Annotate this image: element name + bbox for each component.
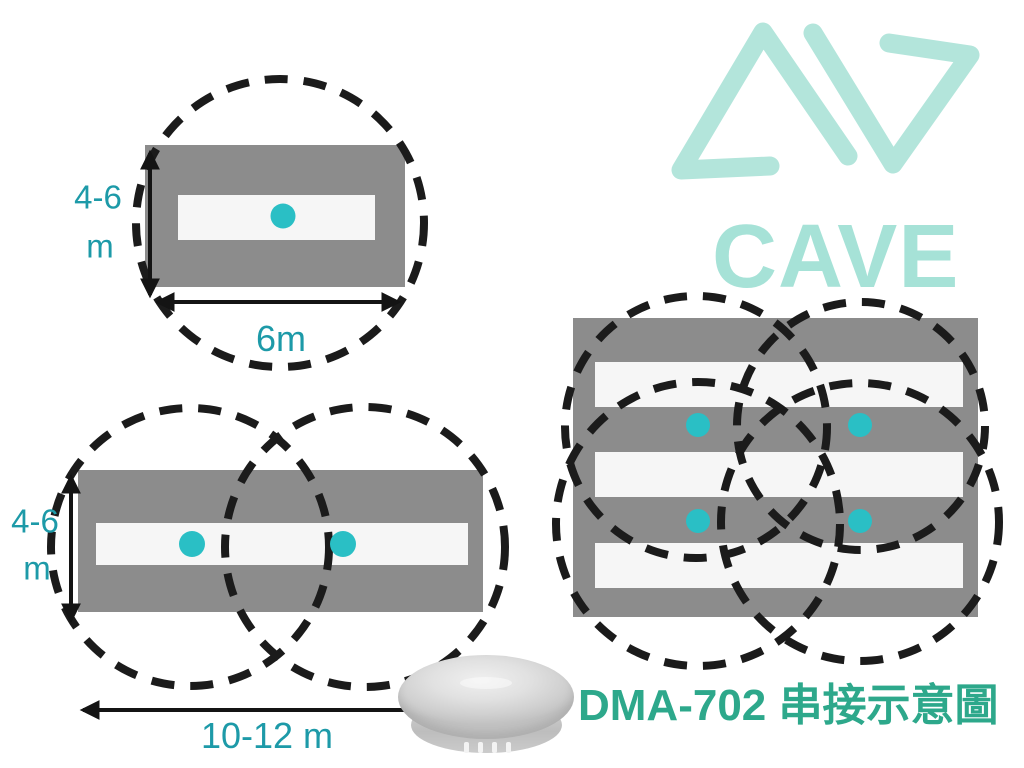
device-dot <box>330 531 356 557</box>
device-notch <box>492 742 497 753</box>
dma-702-device-photo <box>398 655 574 757</box>
coverage-circle <box>552 378 844 670</box>
scenario-single-room <box>132 75 428 371</box>
ceiling-band <box>96 523 468 565</box>
device-dome <box>398 655 574 739</box>
device-dot <box>686 413 710 437</box>
ceiling-band <box>595 362 963 407</box>
cave-logo-wordmark: CAVE <box>712 207 960 307</box>
device-dot <box>848 413 872 437</box>
coverage-circle <box>717 379 1003 665</box>
device-notch <box>506 742 511 753</box>
scenario-three-row-area <box>552 292 1003 670</box>
coverage-circle <box>221 403 509 691</box>
device-highlight <box>460 677 512 689</box>
single-room-width-label: 6m <box>255 318 307 359</box>
scenario-long-room <box>47 403 509 720</box>
cave-logo-av-mark-icon <box>671 22 980 180</box>
device-dot <box>686 509 710 533</box>
device-notch <box>464 742 469 753</box>
long-room-height-label-line2: m <box>23 549 51 587</box>
logo-mark-a-shape <box>671 22 858 180</box>
device-dot <box>179 531 205 557</box>
single-room-height-label-line2: m <box>86 227 114 265</box>
ceiling-band <box>595 452 963 497</box>
long-room-width-label: 10-12 m <box>200 715 334 756</box>
single-room-height-label-line1: 4-6 <box>74 178 122 216</box>
logo-mark-v-shape <box>803 23 980 174</box>
coverage-circle <box>132 75 428 371</box>
device-notch <box>478 742 483 753</box>
diagram-caption: DMA-702 串接示意圖 <box>578 681 999 730</box>
long-room-height-label-line1: 4-6 <box>11 502 59 540</box>
coverage-circle <box>561 292 831 562</box>
coverage-circle <box>733 298 989 554</box>
device-dot <box>270 203 296 229</box>
device-dot <box>848 509 872 533</box>
coverage-circle <box>47 404 333 690</box>
